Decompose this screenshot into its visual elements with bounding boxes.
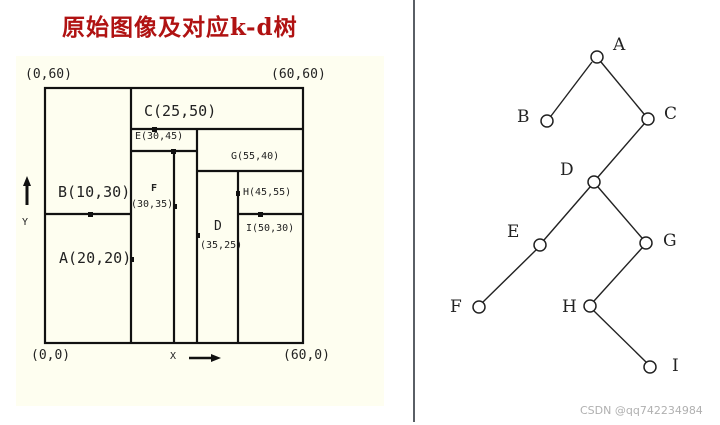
tree-node-A bbox=[590, 50, 604, 64]
tree-label-E: E bbox=[507, 222, 520, 242]
edge-C-D bbox=[597, 123, 645, 178]
point-F bbox=[173, 204, 177, 209]
y-axis-label: Y bbox=[22, 217, 29, 228]
edge-A-B bbox=[550, 61, 593, 117]
watermark: CSDN @qq742234984 bbox=[580, 404, 703, 417]
point-label-C: C(25,50) bbox=[144, 102, 217, 120]
edge-A-C bbox=[600, 61, 645, 115]
point-I bbox=[258, 212, 263, 217]
corner-label-bottom-left: (0,0) bbox=[31, 348, 71, 363]
tree-node-H bbox=[583, 299, 597, 313]
panel-divider bbox=[413, 0, 415, 422]
point-label-E: E(30,45) bbox=[135, 131, 184, 142]
point-coords-D: (35,25) bbox=[200, 240, 243, 251]
edge-D-E bbox=[543, 186, 591, 241]
point-label-F: F bbox=[151, 183, 158, 194]
tree-node-I bbox=[643, 360, 657, 374]
partition-diagram bbox=[23, 86, 305, 362]
tree-label-H: H bbox=[562, 297, 577, 317]
tree-label-I: I bbox=[672, 356, 679, 376]
tree-label-B: B bbox=[517, 107, 530, 127]
point-label-G: G(55,40) bbox=[231, 151, 280, 162]
point-C bbox=[152, 127, 157, 132]
x-axis-label: X bbox=[170, 351, 177, 362]
tree-node-F bbox=[472, 300, 486, 314]
tree-label-D: D bbox=[560, 160, 574, 180]
tree-node-G bbox=[639, 236, 653, 250]
point-label-A: A(20,20) bbox=[59, 249, 132, 267]
corner-label-top-left: (0,60) bbox=[25, 67, 72, 82]
point-E bbox=[171, 149, 176, 154]
edge-E-F bbox=[482, 249, 537, 303]
partition-panel bbox=[16, 56, 384, 406]
point-D bbox=[196, 233, 200, 238]
tree-label-C: C bbox=[664, 104, 678, 124]
tree-label-F: F bbox=[450, 297, 462, 317]
corner-label-bottom-right: (60,0) bbox=[283, 348, 330, 363]
tree-node-B bbox=[540, 114, 554, 128]
point-label-I: I(50,30) bbox=[246, 223, 295, 234]
corner-label-top-right: (60,60) bbox=[271, 67, 326, 82]
tree-label-G: G bbox=[663, 231, 677, 251]
point-B bbox=[88, 212, 93, 217]
point-H bbox=[236, 191, 240, 196]
point-A bbox=[130, 257, 134, 262]
tree-label-A: A bbox=[613, 35, 626, 55]
edge-D-G bbox=[597, 186, 643, 239]
edge-H-I bbox=[593, 310, 647, 363]
point-label-H: H(45,55) bbox=[243, 187, 292, 198]
edge-G-H bbox=[593, 247, 643, 302]
tree-node-C bbox=[641, 112, 655, 126]
tree-node-D bbox=[587, 175, 601, 189]
point-label-D: D bbox=[214, 219, 222, 234]
figure-title: 原始图像及对应k-d树 bbox=[62, 14, 298, 41]
point-coords-F: (30,35) bbox=[131, 199, 174, 210]
point-label-B: B(10,30) bbox=[58, 183, 131, 201]
tree-node-E bbox=[533, 238, 547, 252]
